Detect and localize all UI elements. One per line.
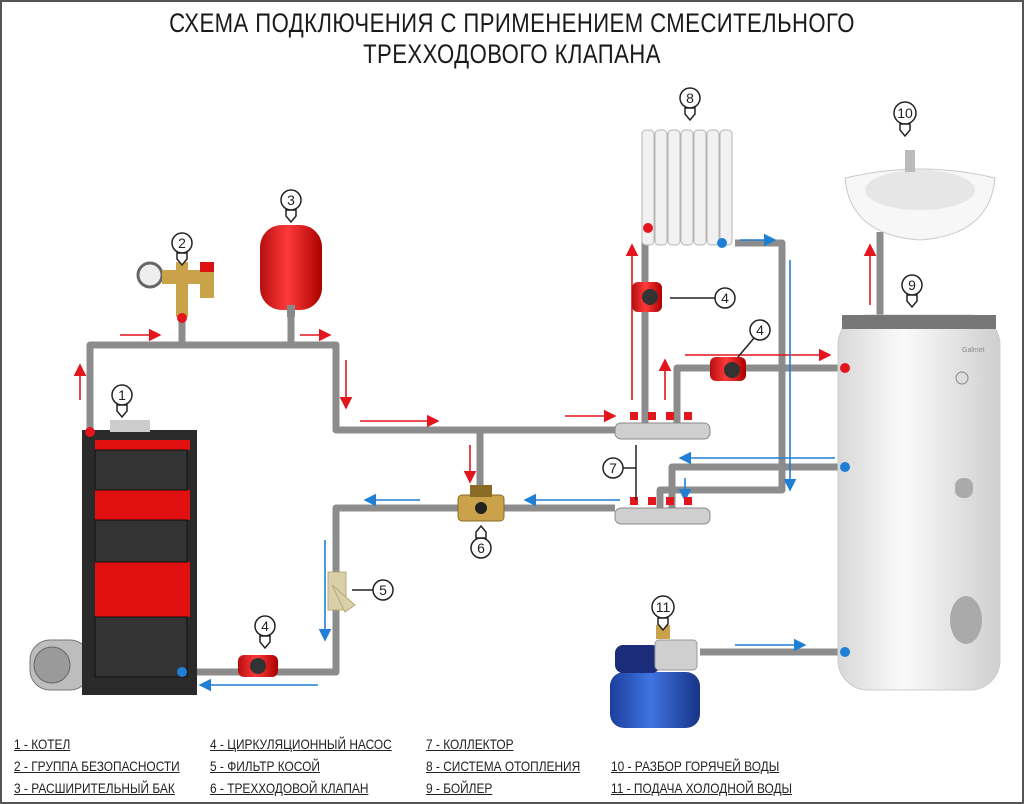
svg-text:2: 2 [178, 235, 186, 251]
boiler-coil-supply-pipe [673, 364, 840, 430]
boiler-coil-return-pipe [668, 463, 840, 508]
callout-8: 8 [679, 87, 701, 122]
circulation-pump-boiler [710, 357, 746, 381]
callout-10: 10 [893, 101, 917, 138]
water-pump-station [610, 625, 700, 728]
svg-text:4: 4 [721, 290, 729, 306]
callout-3: 3 [280, 189, 302, 224]
legend-item: 5 - ФИЛЬТР КОСОЙ [210, 758, 320, 774]
svg-text:8: 8 [686, 90, 694, 106]
washbasin [844, 150, 996, 241]
manifold-supply [614, 412, 711, 440]
svg-text:3: 3 [287, 192, 295, 208]
svg-text:11: 11 [656, 599, 671, 615]
circulation-pump-return [238, 655, 278, 677]
legend-item: 1 - КОТЕЛ [14, 736, 71, 752]
legend: 1 - КОТЕЛ 2 - ГРУППА БЕЗОПАСНОСТИ 3 - РА… [12, 736, 1012, 800]
callout-11: 11 [651, 595, 675, 632]
callout-9: 9 [901, 274, 923, 309]
callout-4-boiler-pump: 4 [737, 319, 771, 358]
callout-5: 5 [352, 579, 394, 601]
legend-item: 2 - ГРУППА БЕЗОПАСНОСТИ [14, 758, 180, 774]
y-strainer [327, 571, 356, 613]
callout-2: 2 [171, 232, 193, 267]
callout-4-radiator-pump: 4 [670, 287, 736, 309]
legend-item: 11 - ПОДАЧА ХОЛОДНОЙ ВОДЫ [611, 780, 793, 796]
svg-text:6: 6 [477, 540, 485, 556]
svg-text:4: 4 [261, 618, 269, 634]
callout-4-return-pump: 4 [254, 615, 276, 650]
legend-item: 9 - БОЙЛЕР [426, 780, 493, 796]
svg-text:7: 7 [609, 460, 617, 476]
legend-item: 4 - ЦИРКУЛЯЦИОННЫЙ НАСОС [210, 736, 392, 752]
svg-text:5: 5 [379, 582, 387, 598]
radiator [641, 129, 733, 248]
callout-7: 7 [602, 445, 637, 500]
legend-item: 6 - ТРЕХХОДОВОЙ КЛАПАН [210, 780, 369, 796]
legend-item: 8 - СИСТЕМА ОТОПЛЕНИЯ [426, 758, 581, 774]
svg-text:10: 10 [897, 105, 913, 121]
circulation-pump-radiator [632, 282, 662, 312]
supply-pipe [86, 341, 615, 434]
safety-group [136, 261, 214, 323]
three-way-valve [457, 485, 505, 522]
water-heater-tank: Galmet [837, 314, 1001, 691]
legend-item: 10 - РАЗБОР ГОРЯЧЕЙ ВОДЫ [611, 758, 780, 774]
svg-text:Galmet: Galmet [962, 347, 985, 354]
flow-arrows [73, 233, 877, 692]
diagram-title: СХЕМА ПОДКЛЮЧЕНИЯ С ПРИМЕНЕНИЕМ СМЕСИТЕЛ… [169, 8, 855, 69]
callout-6: 6 [470, 524, 492, 559]
legend-item: 3 - РАСШИРИТЕЛЬНЫЙ БАК [14, 780, 175, 796]
expansion-tank [260, 225, 322, 317]
return-pipe [182, 504, 615, 676]
legend-item: 7 - КОЛЛЕКТОР [426, 736, 514, 752]
manifold-return [614, 497, 711, 525]
svg-text:1: 1 [118, 387, 126, 403]
solid-fuel-boiler [29, 420, 197, 695]
callout-1: 1 [111, 384, 133, 419]
svg-text:4: 4 [756, 322, 764, 338]
svg-text:9: 9 [908, 277, 916, 293]
